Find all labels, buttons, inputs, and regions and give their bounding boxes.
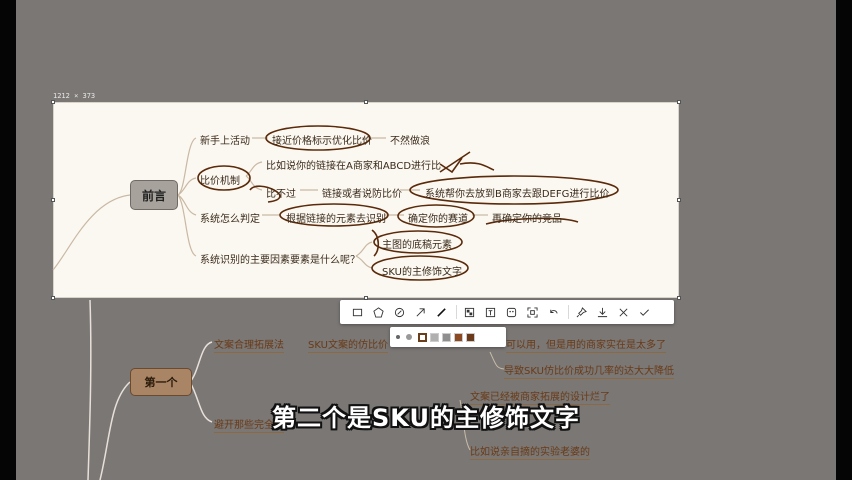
node-system-compare[interactable]: 系统帮你去放到B商家去跟DEFG进行比价 bbox=[425, 189, 610, 200]
save-icon[interactable] bbox=[593, 303, 612, 322]
node-sku-main-text[interactable]: SKU的主修饰文字 bbox=[382, 267, 462, 278]
node-anti-compare[interactable]: 链接或者说防比价 bbox=[322, 189, 402, 200]
polygon-icon[interactable] bbox=[369, 303, 388, 322]
color-swatch-light-gray[interactable] bbox=[430, 332, 439, 342]
note-overused[interactable]: 文案已经被商家拓展的设计烂了 bbox=[470, 388, 610, 405]
node-newbie-activity[interactable]: 新手上活动 bbox=[200, 136, 250, 147]
note-too-many[interactable]: 可以用，但是用的商家实在是太多了 bbox=[506, 336, 666, 353]
sticker-icon[interactable] bbox=[502, 303, 521, 322]
toolbar-divider bbox=[568, 305, 569, 319]
resize-handle-n[interactable] bbox=[364, 100, 368, 104]
resize-handle-sw[interactable] bbox=[51, 296, 55, 300]
pen-icon[interactable] bbox=[432, 303, 451, 322]
toolbar-divider bbox=[456, 305, 457, 319]
node-identify-elements[interactable]: 根据链接的元素去识别 bbox=[286, 214, 386, 225]
size-small-dot[interactable] bbox=[396, 335, 400, 339]
node-price-mechanism[interactable]: 比价机制 bbox=[200, 176, 240, 187]
arrow-icon[interactable] bbox=[411, 303, 430, 322]
node-otherwise[interactable]: 不然做浪 bbox=[390, 136, 430, 147]
color-swatch-white[interactable] bbox=[418, 332, 427, 342]
video-subtitle: 第二个是SKU的主修饰文字 bbox=[272, 404, 580, 432]
resize-handle-w[interactable] bbox=[51, 198, 55, 202]
branch-text-sku-copy[interactable]: SKU文案的仿比价 bbox=[308, 336, 388, 353]
mosaic-icon[interactable] bbox=[460, 303, 479, 322]
mindmap-node-first[interactable]: 第一个 bbox=[130, 368, 192, 396]
resize-handle-se[interactable] bbox=[677, 296, 681, 300]
color-swatch-dark-brown[interactable] bbox=[466, 332, 475, 342]
root-node-preface[interactable]: 前言 bbox=[130, 180, 178, 210]
color-swatch-gray[interactable] bbox=[442, 332, 451, 342]
selection-size-label: 1212 × 373 bbox=[53, 92, 96, 100]
confirm-icon[interactable] bbox=[635, 303, 654, 322]
color-swatch-brown[interactable] bbox=[454, 332, 463, 342]
resize-handle-nw[interactable] bbox=[51, 100, 55, 104]
resize-handle-s[interactable] bbox=[364, 296, 368, 300]
close-icon[interactable] bbox=[614, 303, 633, 322]
ocr-icon[interactable] bbox=[523, 303, 542, 322]
branch-text-expand[interactable]: 文案合理拓展法 bbox=[214, 336, 284, 353]
resize-handle-e[interactable] bbox=[677, 198, 681, 202]
node-main-image-elements[interactable]: 主图的底稿元素 bbox=[382, 240, 452, 251]
node-price-tag[interactable]: 接近价格标示优化比价 bbox=[272, 136, 372, 147]
note-example[interactable]: 比如说亲自摘的实验老婆的 bbox=[470, 443, 590, 460]
node-define-competitor[interactable]: 再确定你的竞品 bbox=[492, 214, 562, 225]
circle-pen-icon[interactable] bbox=[390, 303, 409, 322]
rectangle-icon[interactable] bbox=[348, 303, 367, 322]
note-lower-chance[interactable]: 导致SKU仿比价成功几率的达大大降低 bbox=[504, 362, 674, 379]
node-main-factors[interactable]: 系统识别的主要因素要素是什么呢？ bbox=[200, 255, 360, 266]
pen-style-palette bbox=[390, 327, 506, 347]
undo-icon[interactable] bbox=[544, 303, 563, 322]
node-compare-example[interactable]: 比如说你的链接在A商家和ABCD进行比 bbox=[266, 161, 442, 172]
text-icon[interactable] bbox=[481, 303, 500, 322]
left-letterbox bbox=[0, 0, 16, 480]
right-letterbox bbox=[836, 0, 852, 480]
screenshot-toolbar bbox=[340, 300, 674, 324]
resize-handle-ne[interactable] bbox=[677, 100, 681, 104]
node-system-judge[interactable]: 系统怎么判定 bbox=[200, 214, 260, 225]
size-medium-dot[interactable] bbox=[406, 334, 412, 340]
branch-text-avoid[interactable]: 避开那些完全被 bbox=[214, 416, 284, 433]
node-define-track[interactable]: 确定你的赛道 bbox=[408, 214, 468, 225]
pin-icon[interactable] bbox=[572, 303, 591, 322]
node-cannot-beat[interactable]: 比不过 bbox=[266, 189, 296, 200]
